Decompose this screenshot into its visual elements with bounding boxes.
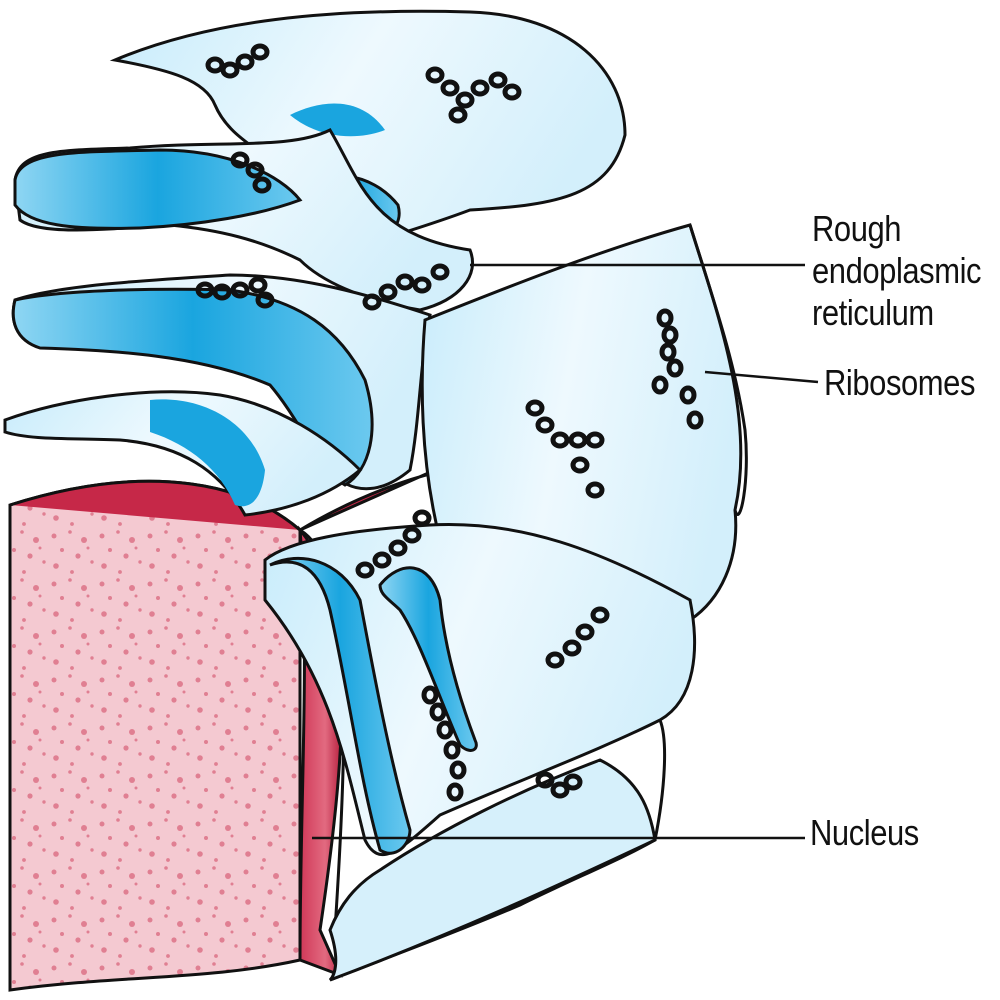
er-sheet-lower-front bbox=[263, 522, 696, 982]
polysome bbox=[205, 43, 270, 79]
polysome bbox=[362, 263, 450, 311]
label-line: Rough bbox=[812, 208, 902, 249]
label-ribosomes: Ribosomes bbox=[824, 362, 975, 403]
label-rough-endoplasmic-reticulum: Rough endoplasmic reticulum bbox=[812, 208, 982, 334]
leader-line-ribosomes bbox=[704, 370, 819, 384]
ribosomes bbox=[195, 43, 704, 802]
polysome bbox=[421, 685, 467, 802]
er-sheet-upper-left bbox=[13, 128, 475, 312]
label-line: endoplasmic bbox=[812, 250, 982, 291]
polysome bbox=[195, 276, 275, 309]
polysome bbox=[535, 771, 583, 799]
polysome bbox=[525, 399, 605, 499]
polysome bbox=[651, 308, 704, 430]
polysome bbox=[425, 66, 522, 124]
leader-lines bbox=[312, 263, 819, 840]
label-nucleus: Nucleus bbox=[810, 812, 919, 853]
er-sheet-lower-left bbox=[3, 390, 363, 517]
polysome bbox=[355, 509, 432, 579]
label-line: reticulum bbox=[812, 292, 934, 333]
polysome bbox=[230, 151, 272, 194]
polysome bbox=[545, 606, 610, 669]
